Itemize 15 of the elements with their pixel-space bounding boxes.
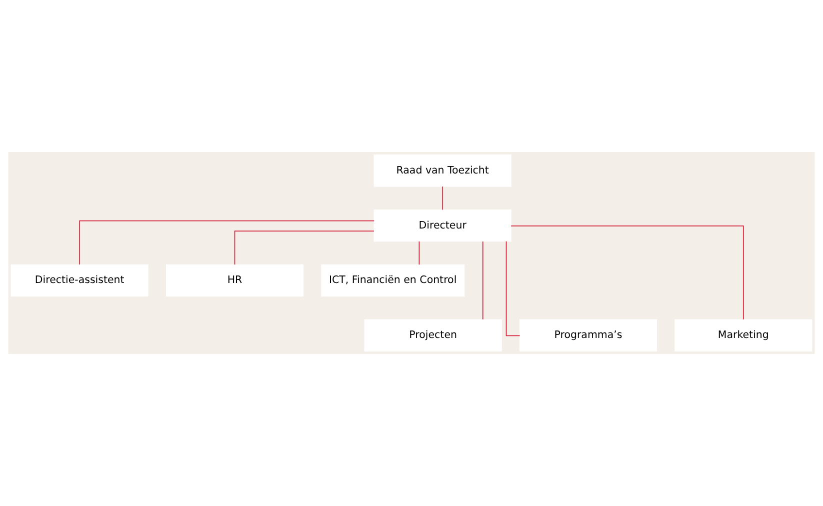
- node-box: Programma’s: [519, 319, 658, 352]
- connector: [442, 186, 444, 210]
- connector: [482, 241, 484, 320]
- connector: [79, 220, 375, 265]
- node-box: Directeur: [374, 209, 512, 242]
- node-box: ICT, Financiën en Control: [321, 264, 465, 297]
- node-box: Directie-assistent: [10, 264, 148, 297]
- connector: [234, 230, 374, 265]
- connector: [510, 225, 744, 320]
- connector: [418, 241, 420, 266]
- node-box: Projecten: [364, 319, 502, 352]
- node-box: Raad van Toezicht: [374, 154, 512, 187]
- node-box: HR: [166, 264, 304, 297]
- node-box: Marketing: [674, 319, 812, 352]
- connector: [506, 240, 520, 336]
